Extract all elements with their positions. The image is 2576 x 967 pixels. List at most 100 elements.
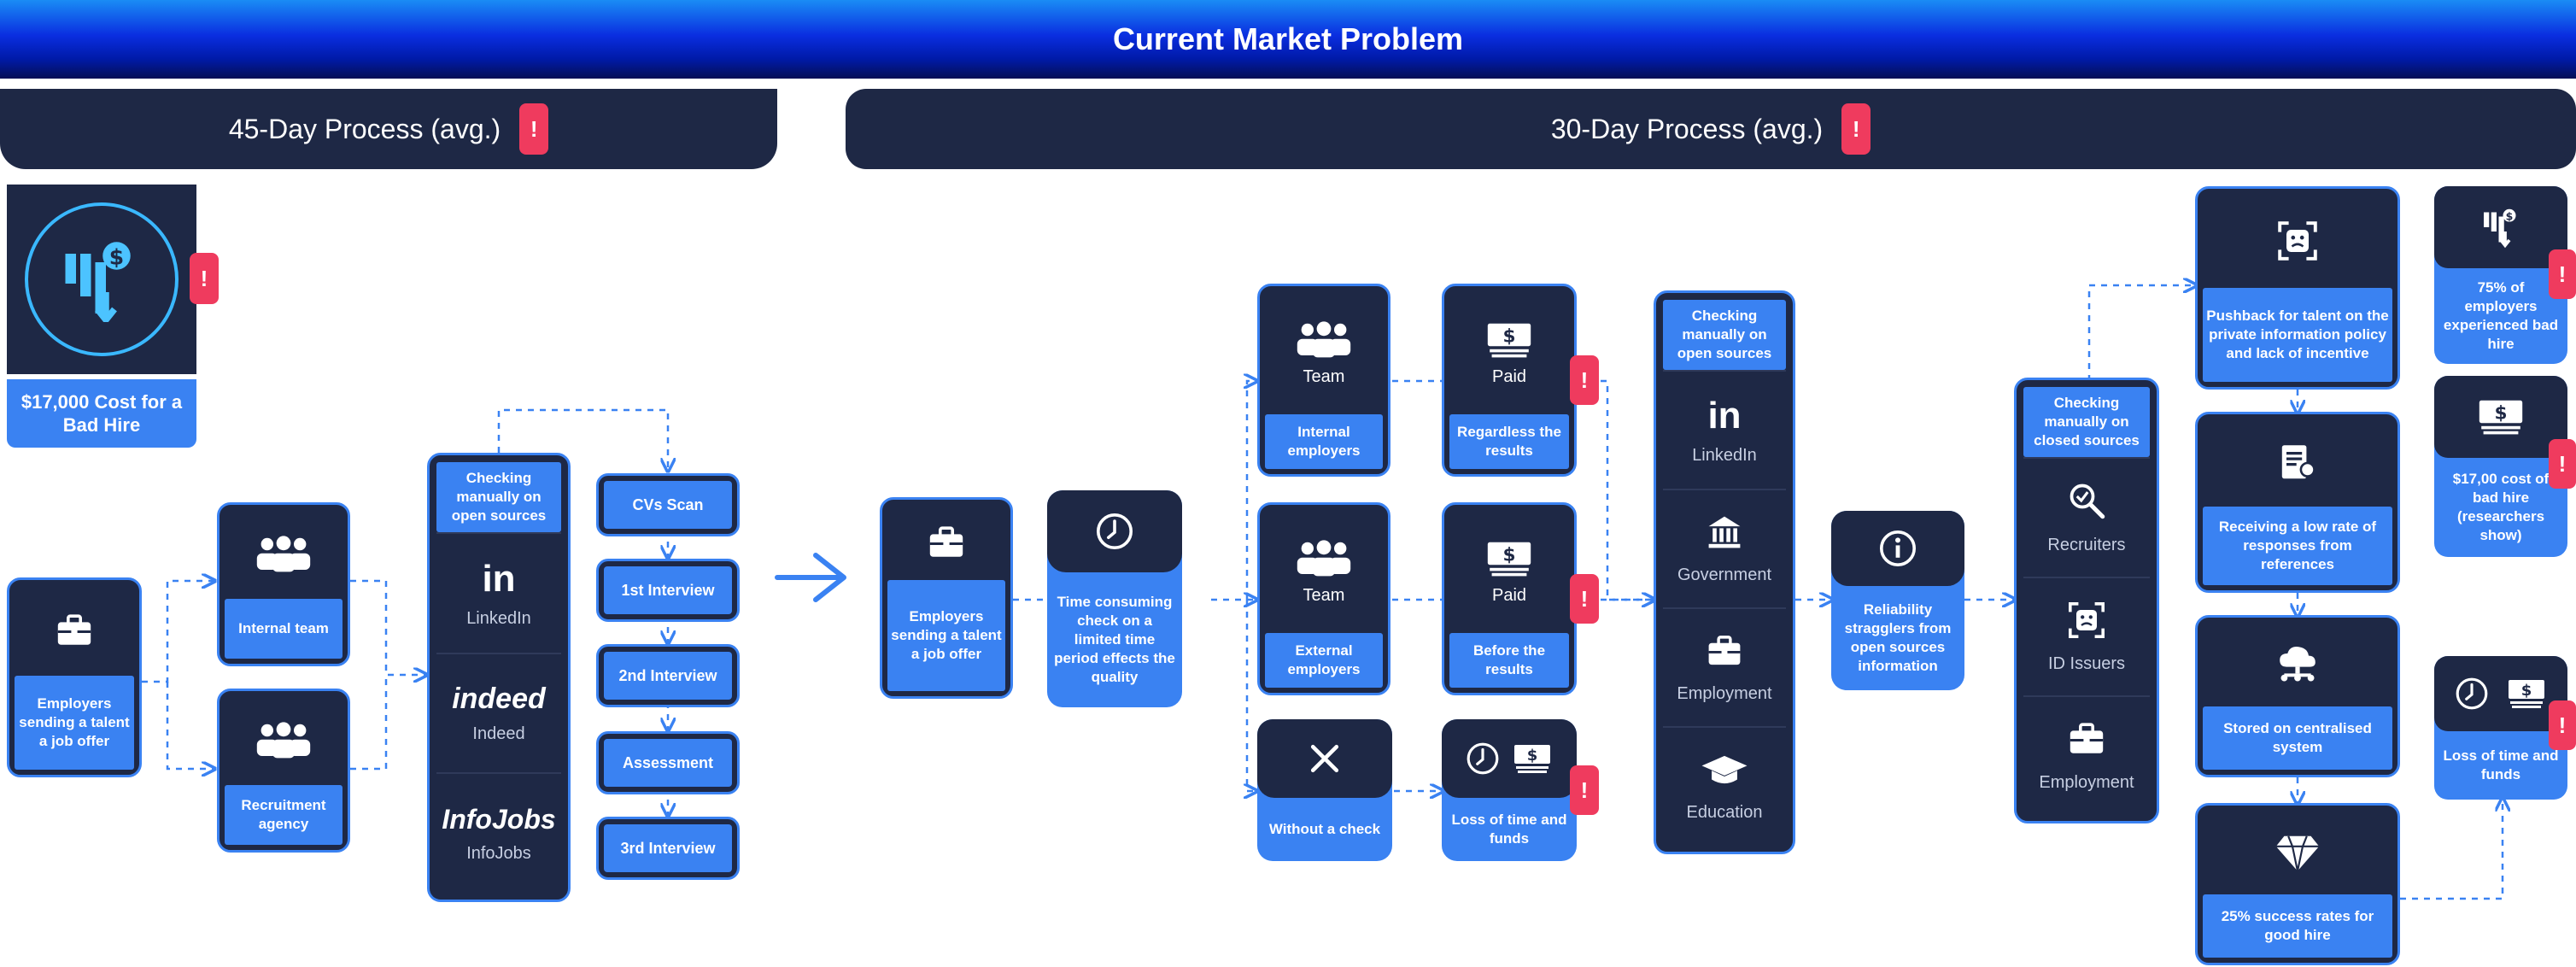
column-header: Checking manually on open sources — [1663, 300, 1786, 371]
node-label: Employers sending a talent a job offer — [887, 580, 1005, 691]
briefcase-icon — [2066, 718, 2107, 765]
node-label: Recruitment agency — [225, 785, 342, 845]
step-cvs-scan[interactable]: CVs Scan — [596, 473, 740, 536]
alert-badge: ! — [1841, 103, 1871, 155]
source-name: Education — [1686, 803, 1763, 823]
id-face-icon — [2066, 600, 2107, 646]
stat-label: Loss of time and funds — [2443, 747, 2559, 782]
node-label: 25% success rates for good hire — [2203, 894, 2392, 958]
outcome-low-responses-node[interactable]: Receiving a low rate of responses from r… — [2195, 412, 2400, 593]
info-icon — [1831, 511, 1964, 586]
source-recruiters[interactable]: Recruiters — [2023, 457, 2150, 576]
source-employment[interactable]: Employment — [2023, 694, 2150, 814]
employers-offer-node[interactable]: Employers sending a talent a job offer — [7, 577, 142, 777]
team-icon: Team — [1292, 510, 1355, 633]
clock-money-icons — [2434, 656, 2567, 731]
node-title: Team — [1303, 585, 1345, 605]
source-id-issuers[interactable]: ID Issuers — [2023, 576, 2150, 695]
linkedin-logo: in — [482, 558, 516, 601]
source-name: Employment — [2039, 772, 2134, 792]
money-icon — [2505, 676, 2548, 712]
recruitment-agency-node[interactable]: Recruitment agency — [217, 689, 350, 853]
node-title: Paid — [1491, 585, 1527, 605]
step-label: Assessment — [604, 739, 732, 787]
step-2nd-interview[interactable]: 2nd Interview — [596, 644, 740, 707]
outcome-pushback-node[interactable]: Pushback for talent on the private infor… — [2195, 186, 2400, 390]
source-name: Government — [1677, 566, 1772, 585]
step-1st-interview[interactable]: 1st Interview — [596, 559, 740, 622]
briefcase-icon — [54, 585, 95, 676]
source-name: Recruiters — [2047, 536, 2126, 555]
money-icon: Paid — [1484, 510, 1535, 633]
node-label: Time consuming check on a limited time p… — [1054, 593, 1175, 686]
team-external-node[interactable]: Team External employers — [1257, 502, 1390, 695]
employers-offer-node[interactable]: Employers sending a talent a job offer — [880, 497, 1013, 699]
source-infojobs[interactable]: InfoJobs InfoJobs — [436, 772, 561, 893]
step-label: CVs Scan — [604, 481, 732, 529]
step-3rd-interview[interactable]: 3rd Interview — [596, 817, 740, 880]
source-education[interactable]: Education — [1663, 726, 1786, 845]
column-header: Checking manually on closed sources — [2023, 387, 2150, 458]
money-icon — [2434, 376, 2567, 458]
step-assessment[interactable]: Assessment — [596, 731, 740, 794]
alert-badge: ! — [2549, 249, 2576, 299]
alert-badge: ! — [190, 253, 219, 304]
source-name: Employment — [1677, 684, 1772, 704]
clock-icon — [1465, 741, 1501, 777]
node-label: Before the results — [1449, 633, 1569, 688]
step-label: 3rd Interview — [604, 824, 732, 872]
outcome-success-rate-node[interactable]: 25% success rates for good hire — [2195, 803, 2400, 965]
outcome-centralised-node[interactable]: Stored on centralised system — [2195, 615, 2400, 777]
node-label: Without a check — [1268, 820, 1381, 837]
source-linkedin[interactable]: in LinkedIn — [436, 532, 561, 653]
alert-badge: ! — [1570, 355, 1599, 405]
source-name: Indeed — [472, 724, 525, 744]
manual-closed-sources-column: Checking manually on closed sources Recr… — [2014, 378, 2159, 823]
stat-label: 75% of employers experienced bad hire — [2443, 278, 2559, 353]
magnifier-icon — [2065, 479, 2108, 527]
loss-time-funds-node[interactable]: Loss of time and funds — [1442, 719, 1577, 861]
alert-badge: ! — [2549, 439, 2576, 489]
alert-badge: ! — [519, 103, 549, 155]
paid-regardless-node[interactable]: Paid Regardless the results — [1442, 284, 1577, 477]
paid-before-node[interactable]: Paid Before the results — [1442, 502, 1577, 695]
government-icon — [1705, 513, 1744, 557]
source-linkedin[interactable]: in LinkedIn — [1663, 370, 1786, 489]
phase-label: 45-Day Process (avg.) — [228, 113, 501, 144]
team-internal-node[interactable]: Team Internal employers — [1257, 284, 1390, 477]
manual-open-sources-column: Checking manually on open sources in Lin… — [1654, 290, 1795, 854]
source-government[interactable]: Government — [1663, 489, 1786, 607]
linkedin-icon: in — [1707, 395, 1742, 437]
step-label: 1st Interview — [604, 566, 732, 614]
reliability-stragglers-node[interactable]: Reliability stragglers from open sources… — [1831, 511, 1964, 690]
without-check-node[interactable]: Without a check — [1257, 719, 1392, 861]
node-label: Regardless the results — [1449, 414, 1569, 469]
source-employment[interactable]: Employment — [1663, 607, 1786, 726]
page-title: Current Market Problem — [0, 0, 2576, 79]
money-icon — [1511, 741, 1554, 777]
node-label: Loss of time and funds — [1451, 811, 1567, 847]
node-label: Stored on centralised system — [2203, 706, 2392, 770]
source-name: ID Issuers — [2047, 653, 2126, 673]
clock-icon — [1047, 490, 1182, 572]
education-icon — [1699, 750, 1750, 794]
manual-open-sources-column: Checking manually on open sources in Lin… — [427, 453, 571, 902]
source-name: LinkedIn — [466, 609, 531, 629]
diamond-icon — [2272, 811, 2323, 894]
briefcase-icon — [1705, 631, 1744, 676]
cross-icon — [1257, 719, 1392, 798]
source-indeed[interactable]: indeed Indeed — [436, 652, 561, 773]
node-label: Pushback for talent on the private infor… — [2203, 288, 2392, 382]
stat-card-loss-time-funds: Loss of time and funds — [2434, 656, 2567, 800]
step-label: 2nd Interview — [604, 652, 732, 700]
clock-money-icons — [1442, 719, 1577, 798]
alert-badge: ! — [1570, 574, 1599, 624]
internal-team-node[interactable]: Internal team — [217, 502, 350, 666]
money-icon: Paid — [1484, 291, 1535, 414]
indeed-logo: indeed — [452, 683, 546, 716]
node-title: Team — [1303, 366, 1345, 386]
team-icon: Team — [1292, 291, 1355, 414]
time-consuming-check-node[interactable]: Time consuming check on a limited time p… — [1047, 490, 1182, 707]
stat-card-bad-hire-rate: 75% of employers experienced bad hire — [2434, 186, 2567, 364]
node-label: Reliability stragglers from open sources… — [1844, 601, 1952, 675]
